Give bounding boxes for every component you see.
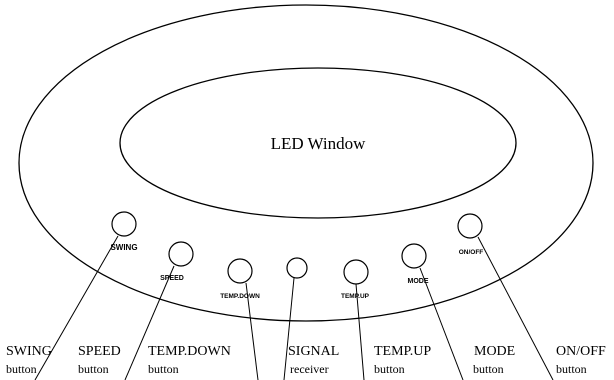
callout-mode: MODE button <box>473 344 515 376</box>
speed-panel-label: SPEED <box>160 275 184 282</box>
callout-label: SWING <box>6 344 52 359</box>
led-window-label: LED Window <box>271 134 367 153</box>
mode-panel-label: MODE <box>408 278 429 285</box>
temp-up-panel-label: TEMP.UP <box>341 293 370 300</box>
outer-housing <box>18 4 594 322</box>
callout-on-off: ON/OFF button <box>556 344 606 376</box>
callout-temp-down: TEMP.DOWN button <box>148 344 231 376</box>
on-off-leader <box>477 236 554 380</box>
callout-label: TEMP.UP <box>374 344 431 359</box>
speed-button[interactable] <box>168 241 194 267</box>
callout-label: SIGNAL <box>288 344 339 359</box>
callout-label: ON/OFF <box>556 344 606 359</box>
callout-sub: receiver <box>290 362 329 376</box>
mode-button[interactable] <box>401 243 427 269</box>
temp-down-panel-label: TEMP.DOWN <box>220 293 260 300</box>
callout-sub: button <box>6 362 37 376</box>
mode-leader <box>419 267 464 380</box>
signal-receiver <box>286 257 308 279</box>
callout-sub: button <box>556 362 587 376</box>
callout-label: MODE <box>474 344 515 359</box>
callout-label: SPEED <box>78 344 121 359</box>
callout-swing: SWING button <box>6 344 52 376</box>
callout-signal: SIGNAL receiver <box>288 344 339 376</box>
led-window <box>119 67 517 219</box>
callout-sub: button <box>473 362 504 376</box>
callout-temp-up: TEMP.UP button <box>374 344 431 376</box>
swing-button[interactable] <box>111 211 137 237</box>
callout-sub: button <box>148 362 179 376</box>
signal-leader <box>283 277 295 380</box>
callout-speed: SPEED button <box>78 344 121 376</box>
temp-up-button[interactable] <box>343 259 369 285</box>
on-off-button[interactable] <box>457 213 483 239</box>
speed-leader <box>124 265 175 380</box>
swing-leader <box>34 235 119 380</box>
swing-panel-label: SWING <box>110 243 137 252</box>
callout-sub: button <box>78 362 109 376</box>
callout-label: TEMP.DOWN <box>148 344 231 359</box>
callout-sub: button <box>374 362 405 376</box>
on-off-panel-label: ON/OFF <box>459 249 484 256</box>
temp-down-leader <box>245 282 259 380</box>
temp-up-leader <box>355 283 365 380</box>
temp-down-button[interactable] <box>227 258 253 284</box>
